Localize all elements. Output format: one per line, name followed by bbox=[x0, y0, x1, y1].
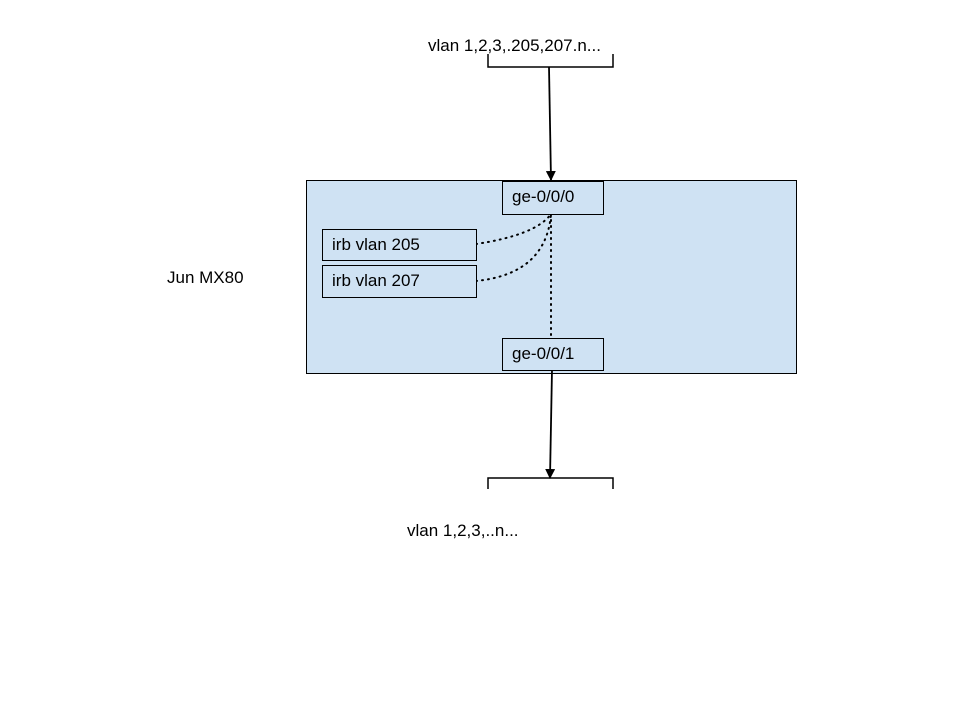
top-vlans-label: vlan 1,2,3,.205,207.n... bbox=[428, 36, 601, 55]
irb-205-dotted-link bbox=[475, 213, 552, 245]
interface-ge-0-0-1: ge-0/0/1 bbox=[502, 338, 604, 371]
irb-vlan-205-box: irb vlan 205 bbox=[322, 229, 477, 261]
top-vlan-brace bbox=[487, 54, 614, 68]
downlink-arrow bbox=[545, 369, 556, 479]
device-label: Jun MX80 bbox=[167, 268, 244, 287]
interface-ge-0-0-0: ge-0/0/0 bbox=[502, 181, 604, 215]
irb-vlan-207-box: irb vlan 207 bbox=[322, 265, 477, 298]
bottom-vlan-brace bbox=[487, 477, 614, 489]
bottom-vlans-label: vlan 1,2,3,..n... bbox=[407, 521, 519, 540]
uplink-arrow bbox=[545, 66, 556, 181]
